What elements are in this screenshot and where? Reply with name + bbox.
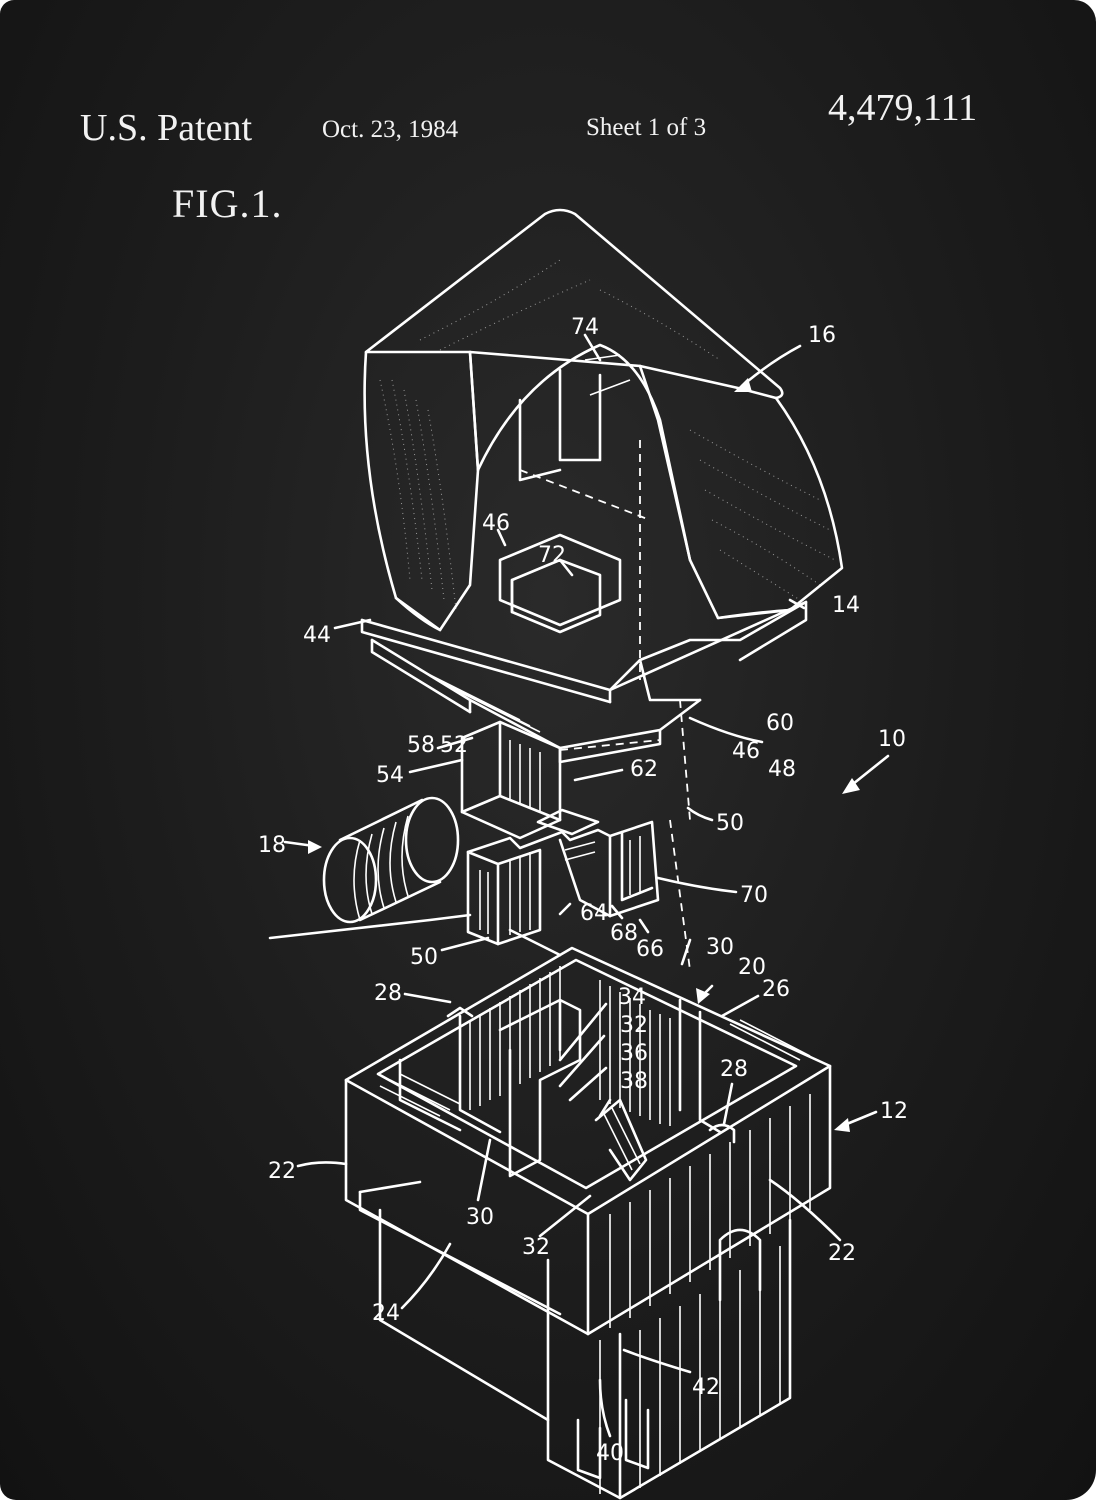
keycap-drawing (363, 208, 844, 680)
ref-70: 70 (740, 883, 768, 908)
ref-32-upper: 32 (620, 1013, 648, 1038)
ref-38: 38 (620, 1069, 648, 1094)
leader-lines (283, 333, 890, 1438)
ref-48: 48 (768, 757, 796, 782)
ref-30-upper: 30 (706, 935, 734, 960)
ref-20: 20 (738, 955, 766, 980)
ref-44: 44 (303, 623, 331, 648)
patent-number: 4,479,111 (828, 87, 978, 129)
ref-46-upper: 46 (482, 511, 510, 536)
ref-10: 10 (878, 727, 906, 752)
figure-title: FIG.1. (172, 181, 283, 226)
ref-34: 34 (618, 985, 646, 1010)
ref-42: 42 (692, 1375, 720, 1400)
ref-54: 54 (376, 763, 404, 788)
ref-50-lower: 50 (410, 945, 438, 970)
ref-72: 72 (538, 543, 566, 568)
ref-18: 18 (258, 833, 286, 858)
ref-28-right: 28 (720, 1057, 748, 1082)
spring-drawing (322, 796, 460, 924)
ref-12: 12 (880, 1099, 908, 1124)
ref-62: 62 (630, 757, 658, 782)
housing-drawing (344, 946, 832, 1500)
reference-labels: 74 16 46 72 14 44 60 58 52 46 48 10 54 6… (258, 315, 908, 1466)
ref-22-left: 22 (268, 1159, 296, 1184)
ref-30-lower: 30 (466, 1205, 494, 1230)
patent-date: Oct. 23, 1984 (322, 116, 459, 143)
ref-66: 66 (636, 937, 664, 962)
ref-24: 24 (372, 1301, 400, 1326)
ref-58: 58 (407, 733, 435, 758)
ref-16: 16 (808, 323, 836, 348)
ref-60: 60 (766, 711, 794, 736)
ref-40: 40 (596, 1441, 624, 1466)
patent-label: U.S. Patent (80, 107, 253, 149)
contact-drawing (268, 808, 691, 971)
ref-52: 52 (440, 733, 468, 758)
ref-64: 64 (580, 901, 608, 926)
ref-50-upper: 50 (716, 811, 744, 836)
ref-46-lower: 46 (732, 739, 760, 764)
ref-26: 26 (762, 977, 790, 1002)
ref-14: 14 (832, 593, 860, 618)
ref-22-right: 22 (828, 1241, 856, 1266)
sheet-indicator: Sheet 1 of 3 (586, 114, 707, 141)
ref-28-left: 28 (374, 981, 402, 1006)
slider-drawing (360, 600, 808, 840)
ref-74: 74 (571, 315, 599, 340)
ref-68: 68 (610, 921, 638, 946)
ref-32-lower: 32 (522, 1235, 550, 1260)
ref-36: 36 (620, 1041, 648, 1066)
